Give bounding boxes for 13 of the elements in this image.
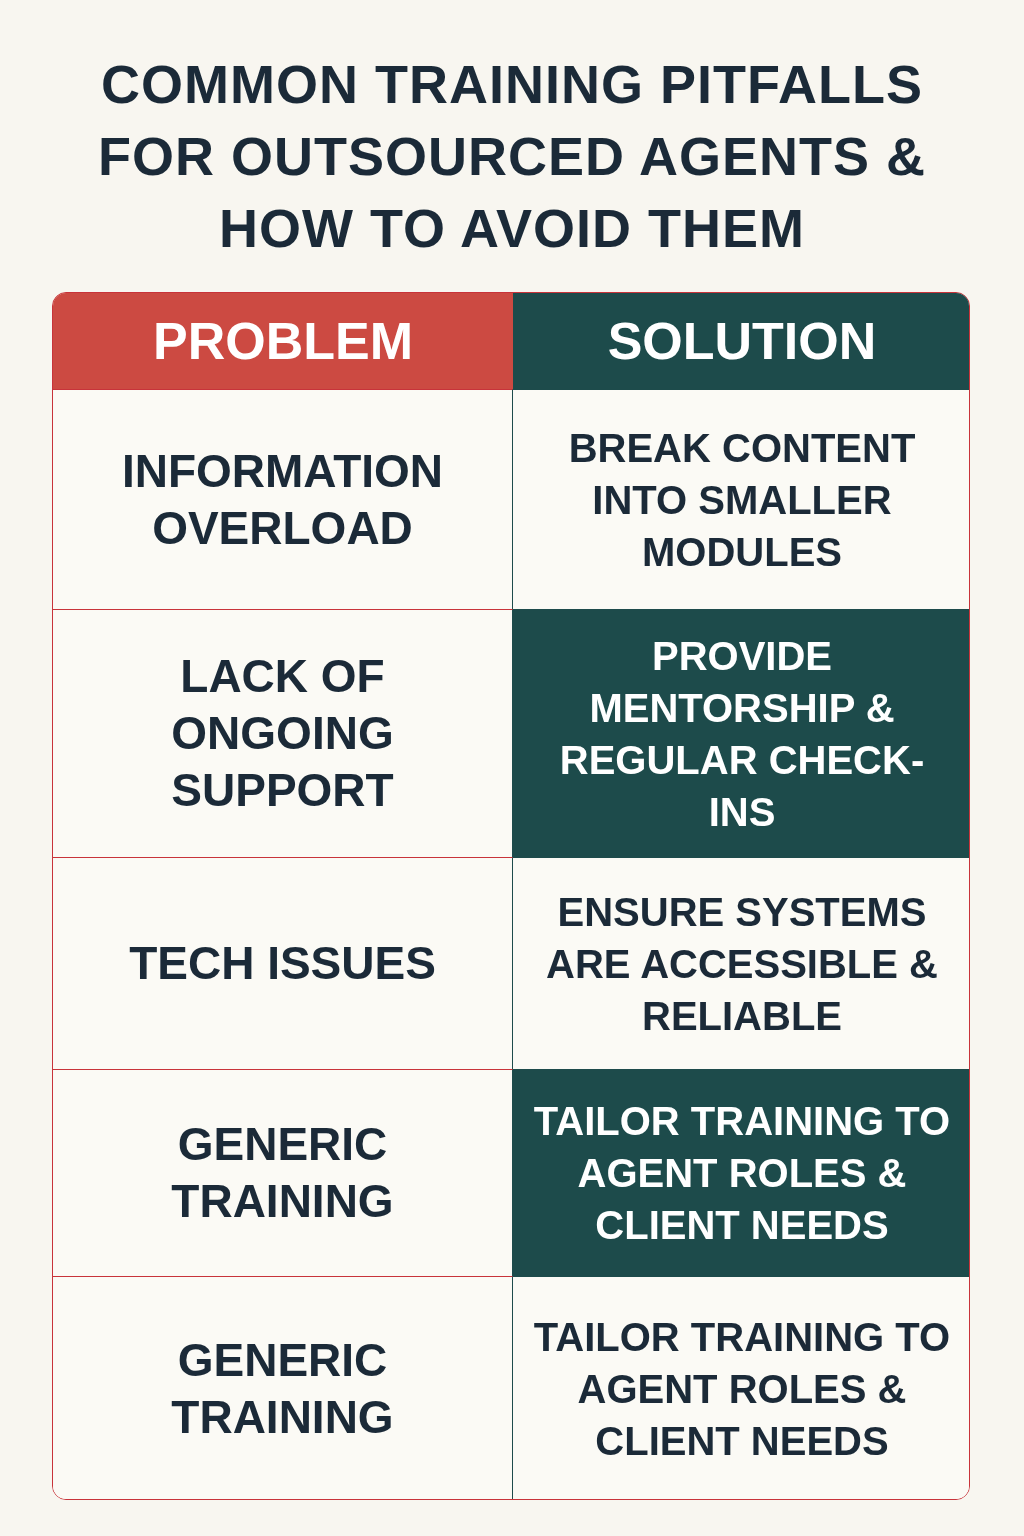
solution-cell: ENSURE SYSTEMS ARE ACCESSIBLE & RELIABLE	[513, 857, 969, 1069]
problem-cell: LACK OF ONGOING SUPPORT	[53, 609, 513, 857]
problem-cell: TECH ISSUES	[53, 857, 513, 1069]
solution-cell: TAILOR TRAINING TO AGENT ROLES & CLIENT NEEDS	[513, 1069, 969, 1276]
column-header: SOLUTION	[513, 293, 969, 389]
solution-cell: PROVIDE MENTORSHIP & REGULAR CHECK-INS	[513, 609, 969, 857]
solution-cell: TAILOR TRAINING TO AGENT ROLES & CLIENT NEEDS	[513, 1276, 969, 1499]
solution-cell: BREAK CONTENT INTO SMALLER MODULES	[513, 389, 969, 609]
problem-cell: INFORMATION OVERLOAD	[53, 389, 513, 609]
title: COMMON TRAINING PITFALLS FOR OUTSOURCED AGENTS & HOW TO AVOID THEM	[97, 53, 927, 260]
column-header: PROBLEM	[53, 293, 513, 389]
problem-cell: GENERIC TRAINING	[53, 1276, 513, 1499]
problem-cell: GENERIC TRAINING	[53, 1069, 513, 1276]
